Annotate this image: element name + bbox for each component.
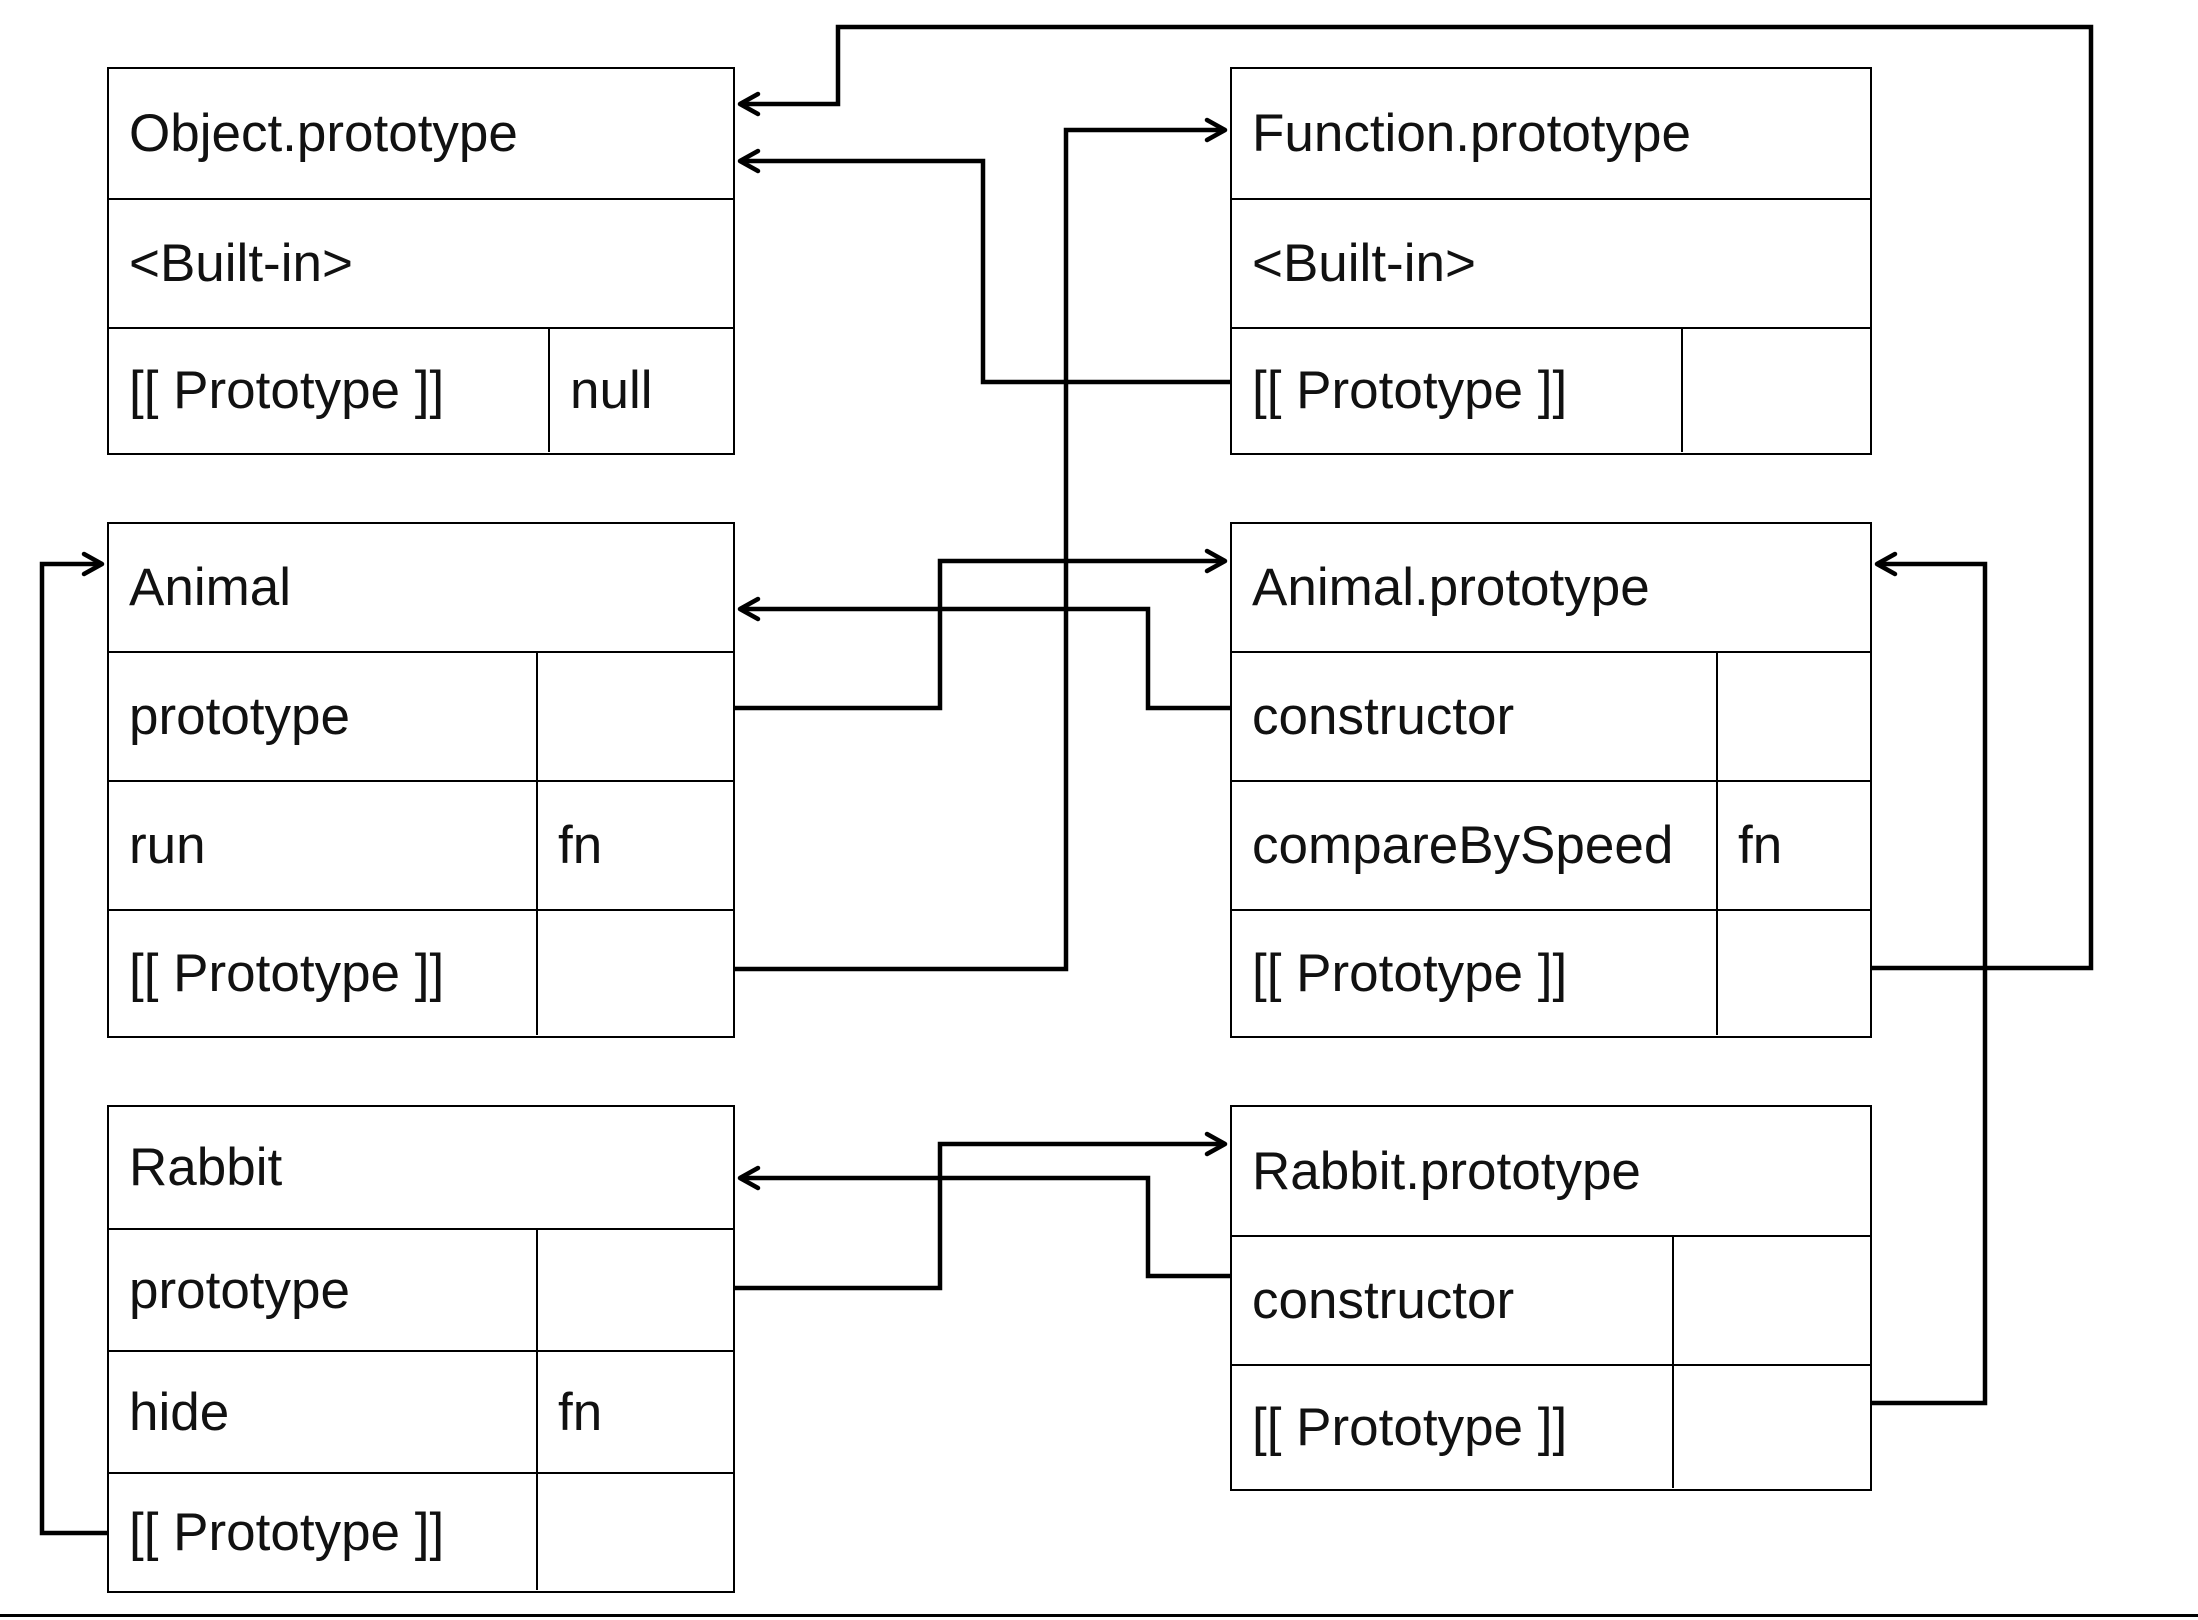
row-value xyxy=(1672,1366,1870,1488)
box-title: Rabbit.prototype xyxy=(1252,1141,1641,1201)
row-value xyxy=(1716,653,1870,780)
row-value xyxy=(1672,1237,1870,1364)
bottom-divider xyxy=(0,1614,2198,1617)
row-name: prototype xyxy=(129,1260,350,1320)
row-value: fn xyxy=(1716,782,1870,909)
row-value: null xyxy=(548,329,733,452)
compare-by-speed-row: compareBySpeed fn xyxy=(1232,780,1870,909)
object-prototype-box: Object.prototype <Built-in> [[ Prototype… xyxy=(107,67,735,455)
box-title-row: Animal xyxy=(109,524,733,651)
box-title-row: Object.prototype xyxy=(109,69,733,198)
arrowhead-function-prototype xyxy=(1204,117,1228,143)
link-animal-to-function-prototype xyxy=(735,127,1225,972)
row-name: [[ Prototype ]] xyxy=(129,361,445,420)
link-rabbit-prototype-property xyxy=(735,1141,1225,1291)
link-animal-prototype-constructor xyxy=(740,606,1230,711)
box-title-row: Function.prototype xyxy=(1232,69,1870,198)
prototype-property-row: prototype xyxy=(109,1228,733,1350)
link-rabbit-prototype-to-animal-prototype xyxy=(1872,561,1988,1406)
row-name: [[ Prototype ]] xyxy=(129,943,445,1003)
constructor-row: constructor xyxy=(1232,1235,1870,1364)
box-title-row: Rabbit.prototype xyxy=(1232,1107,1870,1235)
row-value xyxy=(1681,329,1870,452)
arrowhead-rabbit xyxy=(737,1165,761,1191)
arrowhead-animal-prototype-right xyxy=(1874,551,1898,577)
arrowhead-animal-left xyxy=(81,551,105,577)
function-prototype-box: Function.prototype <Built-in> [[ Prototy… xyxy=(1230,67,1872,455)
arrowhead-animal xyxy=(737,596,761,622)
row-value: fn xyxy=(536,782,733,909)
link-rabbit-prototype-constructor xyxy=(740,1175,1230,1279)
row-value xyxy=(536,911,733,1035)
prototype-slot-row: [[ Prototype ]] null xyxy=(109,327,733,452)
box-title: Rabbit xyxy=(129,1138,283,1197)
row-name: compareBySpeed xyxy=(1252,816,1674,875)
row-name: prototype xyxy=(129,687,350,746)
arrowhead-object-prototype-top xyxy=(737,91,761,117)
prototype-slot-row: [[ Prototype ]] xyxy=(109,1472,733,1590)
arrowhead-rabbit-prototype xyxy=(1204,1131,1228,1157)
box-title-row: Rabbit xyxy=(109,1107,733,1228)
builtin-row: <Built-in> xyxy=(1232,198,1870,327)
animal-prototype-box: Animal.prototype constructor compareBySp… xyxy=(1230,522,1872,1038)
animal-box: Animal prototype run fn [[ Prototype ]] xyxy=(107,522,735,1038)
link-function-prototype-to-object-prototype xyxy=(740,158,1230,385)
row-name: <Built-in> xyxy=(1252,234,1476,293)
row-value xyxy=(536,1230,733,1350)
row-value xyxy=(536,653,733,780)
prototype-slot-row: [[ Prototype ]] xyxy=(1232,1364,1870,1488)
rabbit-prototype-box: Rabbit.prototype constructor [[ Prototyp… xyxy=(1230,1105,1872,1491)
arrowhead-animal-prototype-left xyxy=(1204,548,1228,574)
box-title-row: Animal.prototype xyxy=(1232,524,1870,651)
link-rabbit-to-animal xyxy=(39,561,107,1536)
row-value xyxy=(536,1474,733,1590)
prototype-slot-row: [[ Prototype ]] xyxy=(109,909,733,1035)
box-title: Animal.prototype xyxy=(1252,558,1650,617)
link-animal-prototype-property xyxy=(735,558,1225,711)
row-value xyxy=(1716,911,1870,1035)
row-name: [[ Prototype ]] xyxy=(1252,943,1568,1003)
hide-method-row: hide fn xyxy=(109,1350,733,1472)
box-title: Animal xyxy=(129,558,292,617)
prototype-slot-row: [[ Prototype ]] xyxy=(1232,327,1870,452)
builtin-row: <Built-in> xyxy=(109,198,733,327)
row-name: [[ Prototype ]] xyxy=(1252,1397,1568,1457)
rabbit-box: Rabbit prototype hide fn [[ Prototype ]] xyxy=(107,1105,735,1593)
row-name: constructor xyxy=(1252,1271,1515,1330)
row-name: [[ Prototype ]] xyxy=(129,1502,445,1562)
row-name: run xyxy=(129,816,206,875)
box-title: Function.prototype xyxy=(1252,104,1691,163)
row-name: [[ Prototype ]] xyxy=(1252,361,1568,420)
row-name: <Built-in> xyxy=(129,234,353,293)
prototype-property-row: prototype xyxy=(109,651,733,780)
box-title: Object.prototype xyxy=(129,104,518,163)
arrowhead-object-prototype-mid xyxy=(737,148,761,174)
row-value: fn xyxy=(536,1352,733,1472)
constructor-row: constructor xyxy=(1232,651,1870,780)
run-method-row: run fn xyxy=(109,780,733,909)
row-name: hide xyxy=(129,1382,230,1442)
row-name: constructor xyxy=(1252,687,1515,746)
prototype-slot-row: [[ Prototype ]] xyxy=(1232,909,1870,1035)
